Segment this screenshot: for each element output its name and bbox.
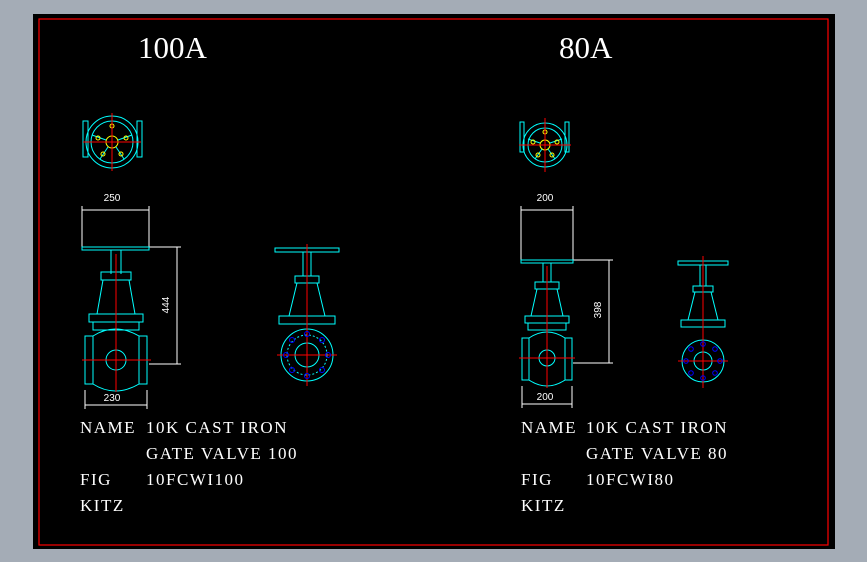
maker-80a: KITZ bbox=[521, 496, 566, 515]
valve-front-view-icon bbox=[81, 206, 181, 409]
fig-label-100a: FIG bbox=[80, 470, 112, 489]
sheet-border bbox=[38, 18, 829, 546]
drawing-sheet: 250 444 230 200 398 200 100A 80A NAME 10… bbox=[33, 14, 835, 549]
dimension-height-80a: 398 bbox=[593, 301, 604, 318]
valve-side-view-icon bbox=[677, 256, 729, 388]
name-line2-80a: GATE VALVE 80 bbox=[586, 444, 728, 463]
valve-side-view-icon bbox=[274, 244, 340, 386]
title-80a: 80A bbox=[559, 30, 613, 65]
name-line1-80a: 10K CAST IRON bbox=[586, 418, 728, 437]
dimension-bottom-80a: 200 bbox=[537, 392, 554, 403]
name-label-80a: NAME bbox=[521, 418, 578, 437]
maker-100a: KITZ bbox=[80, 496, 125, 515]
dimension-bottom-100a: 230 bbox=[104, 393, 121, 404]
fig-label-80a: FIG bbox=[521, 470, 553, 489]
name-line2-100a: GATE VALVE 100 bbox=[146, 444, 298, 463]
title-100a: 100A bbox=[138, 30, 207, 65]
name-line1-100a: 10K CAST IRON bbox=[146, 418, 288, 437]
cad-drawing: 250 444 230 200 398 200 bbox=[38, 18, 829, 546]
valve-100a-drawing bbox=[81, 113, 340, 409]
valve-front-view-icon bbox=[519, 206, 613, 408]
dimension-top-100a: 250 bbox=[104, 193, 121, 204]
handwheel-top-view-icon bbox=[519, 118, 571, 172]
handwheel-top-view-icon bbox=[82, 113, 143, 171]
fig-value-80a: 10FCWI80 bbox=[586, 470, 675, 489]
dimension-height-100a: 444 bbox=[161, 296, 172, 313]
valve-80a-drawing bbox=[519, 118, 729, 408]
fig-value-100a: 10FCWI100 bbox=[146, 470, 245, 489]
name-label-100a: NAME bbox=[80, 418, 137, 437]
dimension-top-80a: 200 bbox=[537, 193, 554, 204]
